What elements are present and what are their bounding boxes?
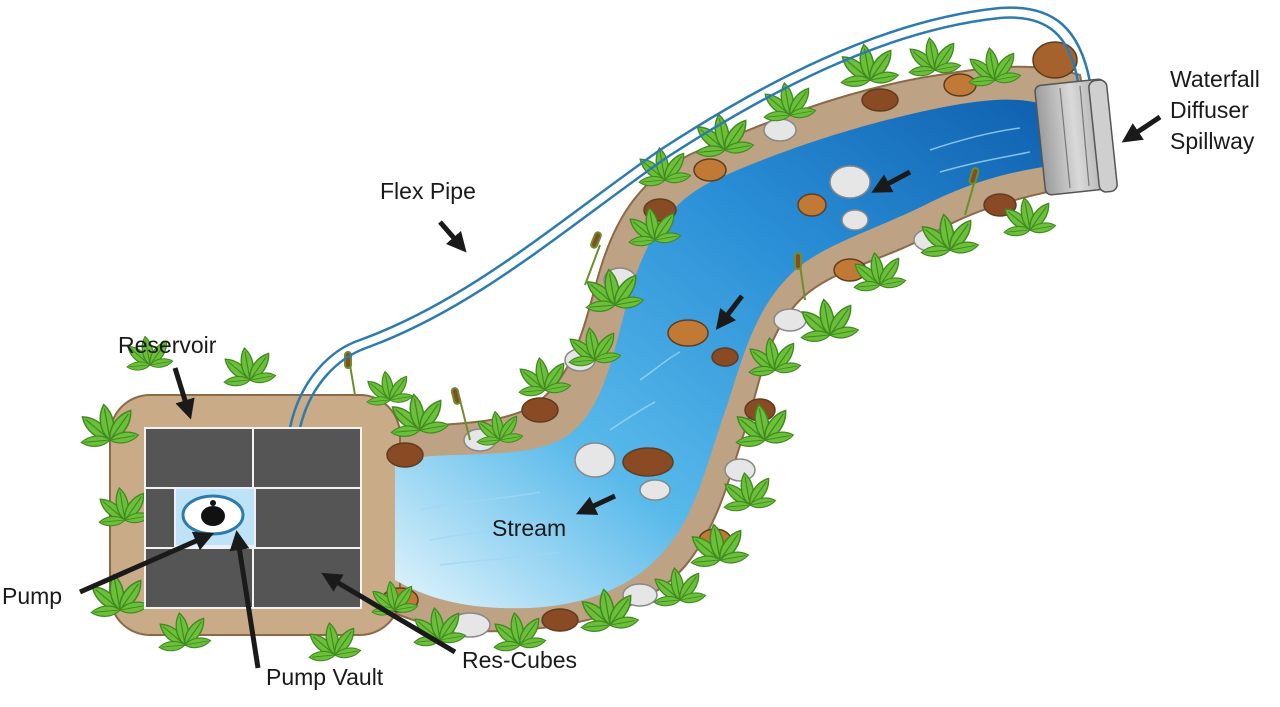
rock-icon [773,308,807,332]
flex-pipe-label: Flex Pipe [380,178,476,204]
arrow-icon [575,493,617,515]
rock-icon [711,347,739,367]
rock-icon [861,88,899,112]
pump-vault-label: Pump Vault [266,664,384,690]
leaf-icon [365,371,414,406]
flow-arrows [575,169,912,515]
arrow-icon [871,169,912,193]
rock-icon [667,319,709,347]
pump-label: Pump [2,583,63,609]
pump-icon [201,506,225,526]
waterfall-label-line-3: Spillway [1170,128,1255,154]
water-ripples [419,127,1031,566]
rock-icon [724,458,756,482]
rock-icon [639,479,671,501]
arrow-icon [172,367,195,420]
rock-icon [829,165,871,199]
rock-icon [521,397,559,423]
rock-icon [541,608,579,632]
res-cubes-label: Res-Cubes [462,647,578,673]
pump-vault [174,487,256,547]
waterfall-label-line-1: Waterfall [1170,66,1260,92]
arrow-icon [1121,114,1162,143]
rock-icon [763,118,797,142]
pointer-arrows [78,114,1162,669]
rock-icon [693,158,727,182]
rock-icon [841,209,869,231]
rocks [381,41,1078,638]
leaf-icon [761,82,816,122]
stream-label: Stream [492,515,567,541]
leaf-icon [906,37,961,77]
arrow-icon [321,572,457,655]
arrow-icon [78,531,215,595]
rock-icon [1032,41,1078,79]
rock-icon [622,583,658,607]
rock-icon [386,442,424,468]
waterfall-label: Waterfall Diffuser Spillway [1170,64,1260,157]
arrow-icon [229,530,261,669]
reservoir-label: Reservoir [118,332,217,358]
rock-icon [574,442,616,478]
rock-icon [797,193,827,217]
leaf-icon [798,298,859,342]
spillway [1034,78,1118,196]
rock-icon [622,447,674,477]
leaf-icon [221,347,276,387]
waterfall-label-line-2: Diffuser [1170,97,1249,123]
arrow-icon [715,294,744,330]
rock-icon [943,73,977,97]
arrow-icon [438,220,467,253]
flex-pipe [288,6,1092,429]
